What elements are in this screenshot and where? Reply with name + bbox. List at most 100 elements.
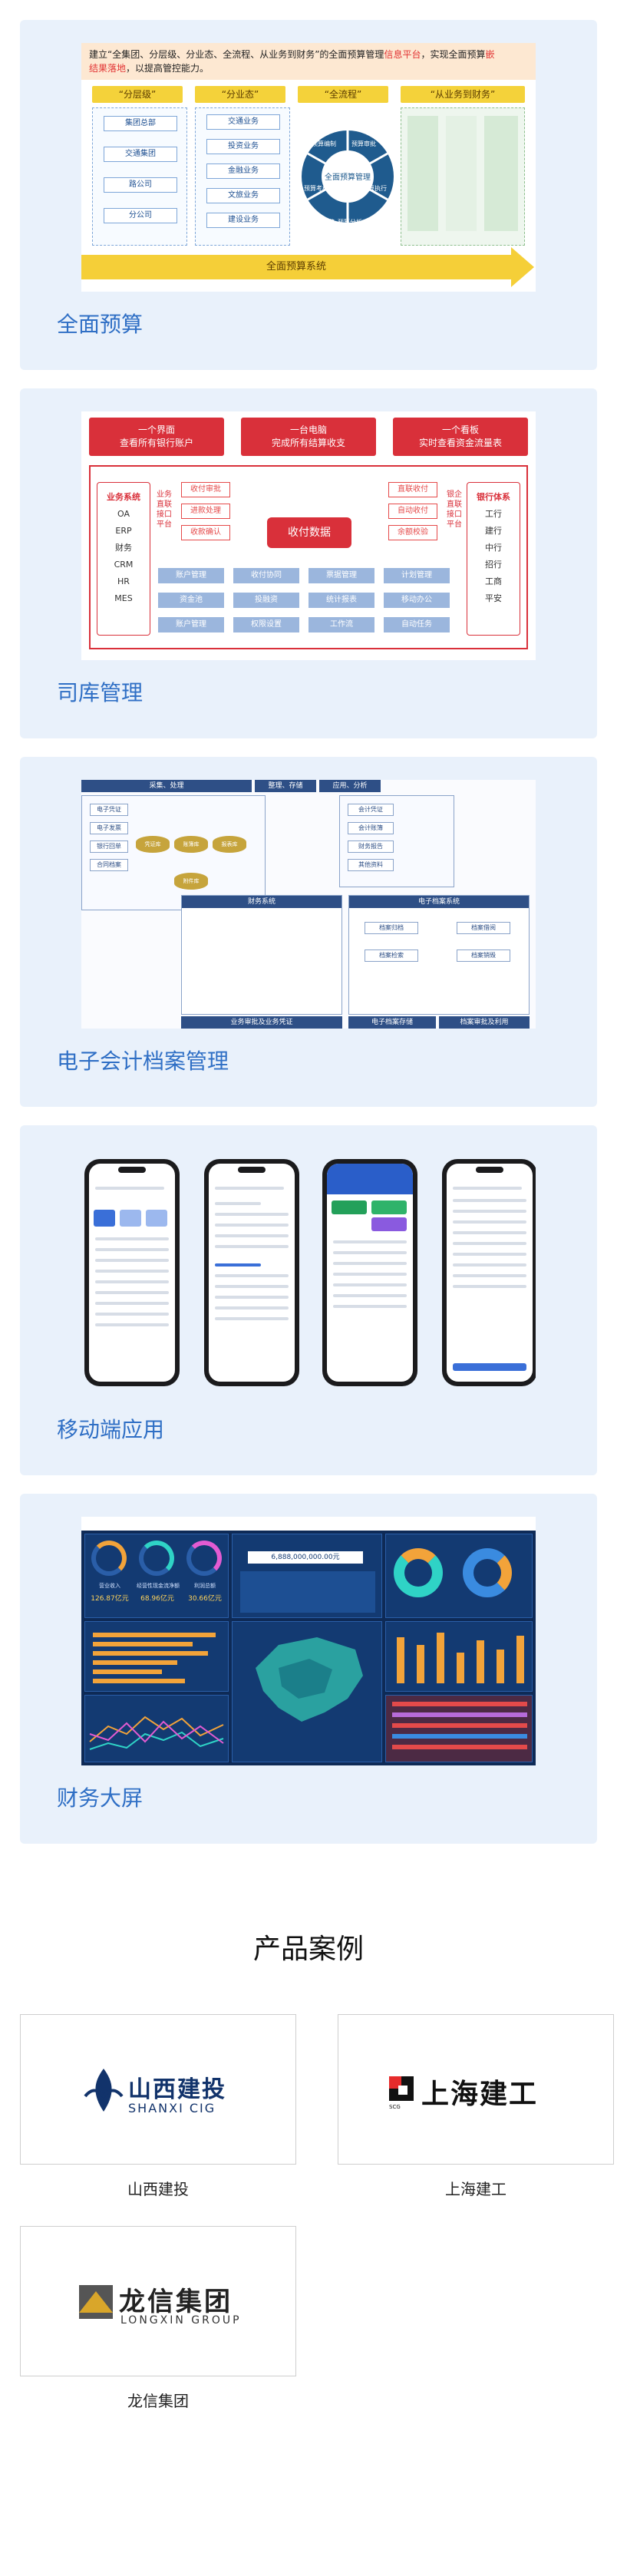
budget-title-highlight-2: 嵌 (485, 49, 495, 60)
budget-head-finance: “从业务到财务” (401, 86, 525, 103)
phone-mockup (84, 1159, 180, 1386)
feature-label-treasury: 司库管理 (57, 680, 144, 705)
budget-system-arrow (511, 247, 534, 287)
treasury-module: 账户管理 (158, 568, 224, 583)
treasury-diagram: 一个界面查看所有银行账户 一台电脑完成所有结算收支 一个看板实时查看资金流量表 … (81, 411, 536, 660)
treasury-module: 收付协同 (233, 568, 299, 583)
treasury-side-item: OA (117, 509, 130, 519)
budget-head-biz: “分业态” (195, 86, 285, 103)
archive-box: 其他资料 (348, 859, 394, 871)
archive-box: 电子发票 (90, 822, 128, 834)
archive-head: 应用、分析 (319, 780, 381, 792)
cases-section-title: 产品案例 (252, 1934, 364, 1965)
dashboard-table-panel (385, 1695, 533, 1762)
archive-box: 银行回单 (90, 841, 128, 853)
case-name: 龙信集团 (127, 2392, 189, 2410)
dashboard-map-panel (232, 1621, 382, 1762)
treasury-module: 移动办公 (384, 593, 450, 608)
archive-db: 凭证库 (136, 836, 170, 853)
biz-box: 交通业务 (206, 114, 280, 130)
feature-card-archive[interactable]: 采集、处理 整理、存储 应用、分析 电子凭证 电子发票 银行回单 合同档案 凭证… (20, 757, 597, 1107)
dashboard-bars-panel (84, 1621, 229, 1692)
archive-diagram: 采集、处理 整理、存储 应用、分析 电子凭证 电子发票 银行回单 合同档案 凭证… (81, 780, 536, 1029)
feature-card-dashboard[interactable]: 营业收入 经营性现金流净额 利润总额 126.87亿元 68.96亿元 30.6… (20, 1494, 597, 1844)
phone-mockup (204, 1159, 299, 1386)
cycle-label: 预算调整 (310, 219, 335, 226)
treasury-module: 票据管理 (308, 568, 374, 583)
treasury-top-banner: 一个看板实时查看资金流量表 (393, 418, 528, 456)
treasury-module: 账户管理 (158, 617, 224, 632)
biz-box: 建设业务 (206, 213, 280, 228)
gauge-value: 30.66亿元 (188, 1595, 222, 1603)
treasury-flow-left: 收付审批 (181, 482, 230, 497)
budget-biz-column: 交通业务 投资业务 金融业务 文旅业务 建设业务 (195, 107, 290, 246)
treasury-side-item: CRM (114, 560, 134, 570)
archive-box: 档案销毁 (457, 949, 510, 962)
case-card-shanxi[interactable]: 山西建投 SHANXI CIG (20, 2014, 296, 2165)
archive-head: 采集、处理 (81, 780, 252, 792)
treasury-bank-systems: 银行体系 工行 建行 中行 招行 工商 平安 (467, 482, 520, 636)
scg-logo-cn: 上海建工 (421, 2079, 539, 2110)
budget-diagram: 建立“全集团、分层级、分业态、全流程、从业务到财务”的全面预算管理信息平台，实现… (81, 43, 536, 292)
mobile-screens (81, 1148, 536, 1397)
case-card-longxin[interactable]: 龙信集团 LONGXIN GROUP (20, 2226, 296, 2376)
dashboard-headline-value: 6,888,000,000.00元 (248, 1551, 363, 1564)
feature-label-dashboard: 财务大屏 (57, 1785, 144, 1811)
budget-title-text: 建立“全集团、分层级、分业态、全流程、从业务到财务”的全面预算管理 (89, 49, 384, 60)
scg-logo-icon (389, 2076, 414, 2101)
treasury-side-item: 工商 (485, 576, 502, 586)
treasury-module: 工作流 (308, 617, 374, 632)
dashboard-headline-panel: 6,888,000,000.00元 (232, 1534, 382, 1618)
cycle-label: 预算执行 (362, 185, 387, 192)
budget-tier-column: 集团总部 交通集团 路公司 分公司 (92, 107, 187, 246)
treasury-flow-right: 直联收付 (388, 482, 437, 497)
archive-apply-panel: 会计凭证 会计账簿 财务报告 其他资料 (339, 795, 454, 887)
shanxi-logo-icon (84, 2069, 124, 2112)
budget-title-highlight-3: 结果落地 (89, 63, 127, 74)
archive-db: 附件库 (174, 873, 208, 890)
treasury-left-interface: 业务直联接口平台 (157, 490, 172, 529)
treasury-top-banner: 一台电脑完成所有结算收支 (241, 418, 376, 456)
archive-box: 档案借阅 (457, 922, 510, 934)
feature-label-budget: 全面预算 (57, 312, 144, 337)
gauge-value: 126.87亿元 (91, 1595, 129, 1603)
archive-db: 报表库 (213, 836, 246, 853)
treasury-frame: 业务系统 OA ERP 财务 CRM HR MES 银行体系 工行 建行 中行 … (89, 465, 528, 649)
finance-dashboard: 营业收入 经营性现金流净额 利润总额 126.87亿元 68.96亿元 30.6… (81, 1517, 536, 1765)
archive-sys-head: 电子档案系统 (349, 896, 529, 908)
archive-sys-head: 财务系统 (182, 896, 341, 908)
budget-cycle-center: 全面预算管理 (325, 173, 371, 182)
feature-card-mobile[interactable]: 移动端应用 (20, 1125, 597, 1475)
dashboard-lines-panel (84, 1695, 229, 1762)
feature-card-treasury[interactable]: 一个界面查看所有银行账户 一台电脑完成所有结算收支 一个看板实时查看资金流量表 … (20, 388, 597, 738)
biz-box: 投资业务 (206, 139, 280, 154)
treasury-side-item: 平安 (485, 593, 502, 603)
cycle-label: 预算审批 (351, 140, 376, 147)
gauge-label: 营业收入 (99, 1583, 120, 1589)
treasury-flow-right: 余额校验 (388, 525, 437, 540)
treasury-module: 计划管理 (384, 568, 450, 583)
gauge-value: 68.96亿元 (140, 1595, 174, 1603)
budget-title-highlight: 信息平台 (384, 49, 421, 60)
tier-box: 分公司 (104, 208, 177, 223)
budget-system-label: 全面预算系统 (266, 261, 326, 272)
case-card-shanghai[interactable]: SCG 上海建工 (338, 2014, 614, 2165)
shanxi-logo-cn: 山西建投 (128, 2076, 226, 2103)
budget-head-tier: “分层级” (92, 86, 183, 103)
dashboard-gauges-panel: 营业收入 经营性现金流净额 利润总额 126.87亿元 68.96亿元 30.6… (84, 1534, 229, 1618)
treasury-business-systems: 业务系统 OA ERP 财务 CRM HR MES (97, 482, 150, 636)
feature-label-archive: 电子会计档案管理 (57, 1049, 229, 1074)
longxin-logo-cn: 龙信集团 (119, 2287, 233, 2317)
feature-card-budget[interactable]: 建立“全集团、分层级、分业态、全流程、从业务到财务”的全面预算管理信息平台，实现… (20, 20, 597, 370)
treasury-side-item: ERP (115, 526, 132, 536)
budget-title-text-3: ，以提高管控能力。 (126, 63, 210, 74)
phone-mockup (322, 1159, 417, 1386)
archive-footer: 档案审批及利用 (439, 1016, 530, 1029)
archive-head: 整理、存储 (255, 780, 316, 792)
tier-box: 交通集团 (104, 147, 177, 162)
treasury-module: 投融资 (233, 593, 299, 608)
archive-box: 档案归档 (365, 922, 418, 934)
treasury-side-head: 银行体系 (477, 492, 510, 502)
treasury-side-item: MES (114, 593, 133, 603)
archive-footer: 业务审批及业务凭证 (181, 1016, 342, 1029)
